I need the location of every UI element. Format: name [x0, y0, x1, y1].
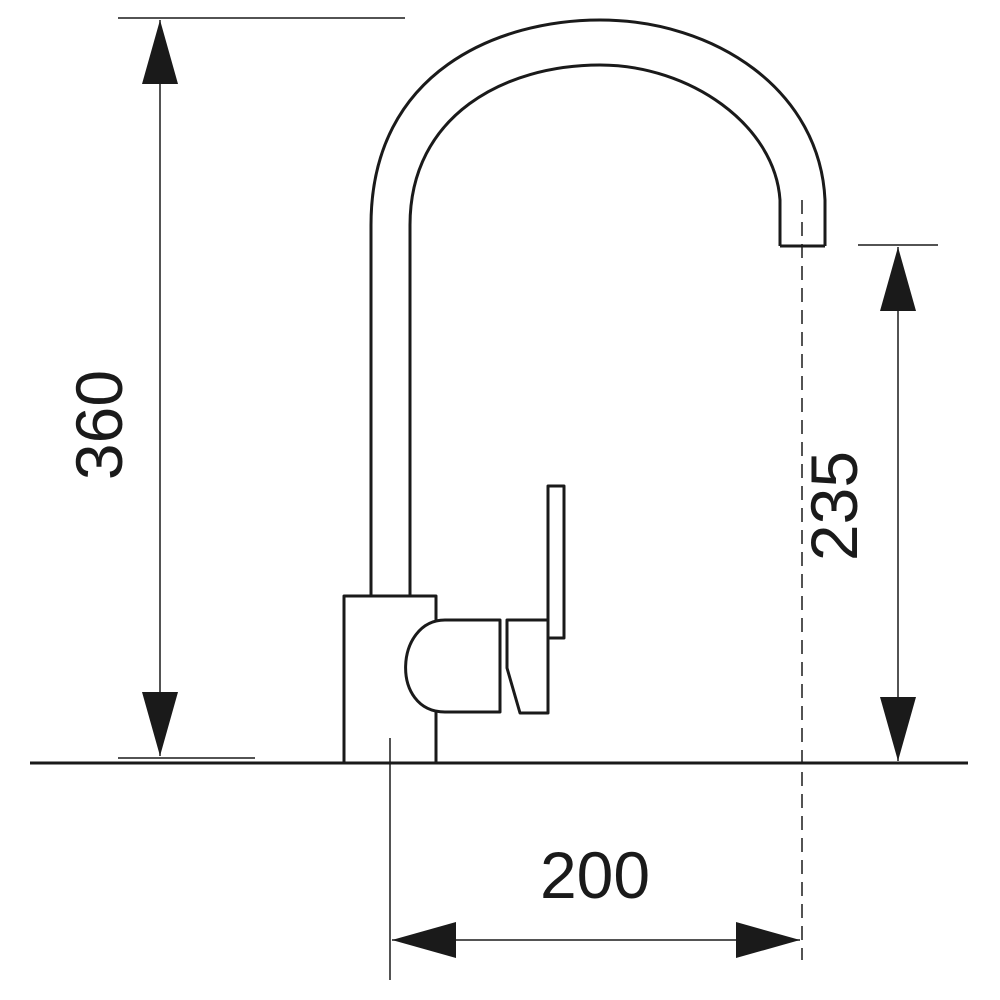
arrow-down-icon: [880, 697, 916, 761]
arrow-right-icon: [736, 922, 800, 958]
spout-inner-contour: [408, 63, 782, 596]
mixer-housing: [404, 618, 502, 714]
arrow-up-icon: [142, 20, 178, 84]
lever-handle: [546, 484, 566, 640]
arrow-down-icon: [142, 692, 178, 756]
dimension-total-height: 360: [62, 17, 405, 759]
total-height-label: 360: [62, 370, 136, 480]
dimension-reach: 200: [389, 738, 800, 980]
dimension-spout-height: 235: [797, 200, 938, 960]
spout-outer-contour: [369, 18, 827, 596]
handle-hub: [505, 618, 550, 715]
arrow-up-icon: [880, 247, 916, 311]
arrow-left-icon: [392, 922, 456, 958]
faucet-outline: [342, 18, 827, 765]
reach-label: 200: [540, 838, 650, 912]
spout-height-label: 235: [797, 451, 871, 561]
